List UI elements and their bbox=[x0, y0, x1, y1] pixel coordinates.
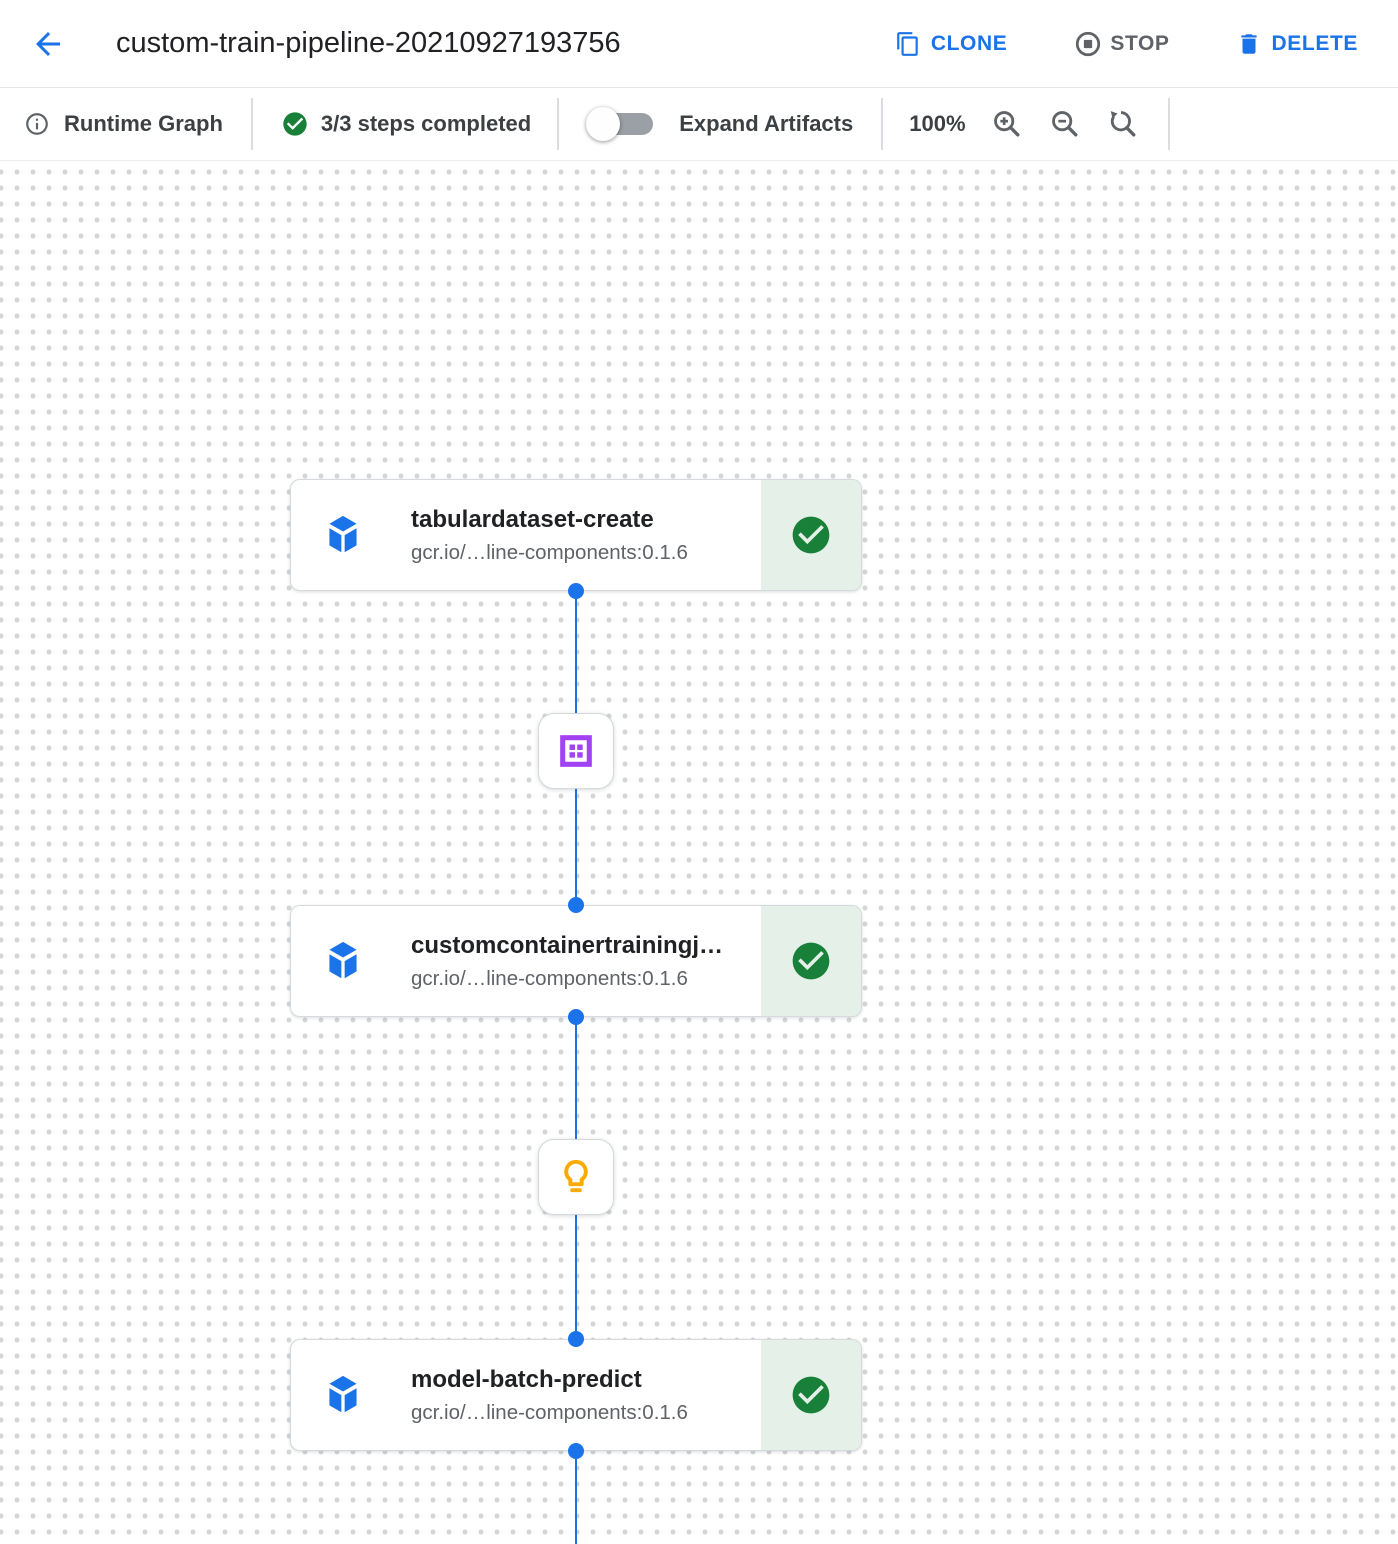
dataset-grid-icon bbox=[555, 730, 597, 772]
step-node-tabulardataset-create[interactable]: tabulardataset-create gcr.io/…line-compo… bbox=[290, 479, 862, 591]
output-port bbox=[568, 1443, 584, 1459]
edge-node3-artifact3 bbox=[575, 1451, 577, 1544]
stop-label: STOP bbox=[1110, 31, 1170, 55]
status-badge bbox=[761, 480, 861, 590]
toolbar-divider bbox=[881, 98, 884, 150]
node-title: tabulardataset-create bbox=[411, 505, 654, 533]
clone-button[interactable]: CLONE bbox=[895, 21, 1008, 67]
node-image-path: gcr.io/…line-components:0.1.6 bbox=[411, 966, 688, 990]
stop-circle-icon bbox=[1073, 29, 1103, 59]
status-badge bbox=[761, 906, 861, 1016]
output-port bbox=[568, 583, 584, 599]
check-circle-icon bbox=[789, 939, 833, 983]
step-node-customcontainertrainingjob[interactable]: customcontainertrainingj… gcr.io/…line-c… bbox=[290, 905, 862, 1017]
lightbulb-icon bbox=[556, 1157, 596, 1197]
node-title: customcontainertrainingj… bbox=[411, 931, 724, 959]
edge-artifact1-node2 bbox=[575, 787, 577, 907]
zoom-level: 100% bbox=[909, 111, 966, 136]
pipeline-canvas[interactable]: tabulardataset-create gcr.io/…line-compo… bbox=[0, 161, 1398, 1544]
toolbar-divider bbox=[1167, 98, 1170, 150]
clone-label: CLONE bbox=[930, 31, 1008, 55]
delete-button[interactable]: DELETE bbox=[1236, 21, 1358, 67]
graph-toolbar: Runtime Graph 3/3 steps completed Expand… bbox=[0, 88, 1398, 161]
page-title: custom-train-pipeline-20210927193756 bbox=[116, 27, 621, 59]
zoom-reset-icon[interactable] bbox=[1106, 107, 1140, 141]
status-badge bbox=[761, 1340, 861, 1450]
expand-artifacts-label: Expand Artifacts bbox=[679, 111, 854, 136]
edge-artifact2-node3 bbox=[575, 1213, 577, 1341]
edge-node1-artifact1 bbox=[575, 591, 577, 715]
header-bar: custom-train-pipeline-20210927193756 CLO… bbox=[0, 0, 1398, 88]
input-port bbox=[568, 897, 584, 913]
check-circle-icon bbox=[789, 513, 833, 557]
node-image-path: gcr.io/…line-components:0.1.6 bbox=[411, 540, 688, 564]
node-image-path: gcr.io/…line-components:0.1.6 bbox=[411, 1400, 688, 1424]
step-node-model-batch-predict[interactable]: model-batch-predict gcr.io/…line-compone… bbox=[290, 1339, 862, 1451]
trash-icon bbox=[1236, 31, 1262, 57]
component-cube-icon bbox=[321, 1373, 365, 1417]
input-port bbox=[568, 1331, 584, 1347]
view-label: Runtime Graph bbox=[64, 111, 223, 136]
artifact-node-dataset[interactable] bbox=[538, 713, 614, 789]
delete-label: DELETE bbox=[1271, 31, 1358, 55]
steps-status: 3/3 steps completed bbox=[320, 111, 532, 136]
zoom-in-icon[interactable] bbox=[990, 107, 1024, 141]
steps-check-icon bbox=[281, 110, 309, 138]
toolbar-divider bbox=[557, 98, 560, 150]
edge-node2-artifact2 bbox=[575, 1017, 577, 1141]
back-button[interactable] bbox=[26, 22, 70, 66]
copy-icon bbox=[895, 31, 921, 57]
zoom-out-icon[interactable] bbox=[1048, 107, 1082, 141]
toolbar-divider bbox=[250, 98, 253, 150]
stop-button[interactable]: STOP bbox=[1073, 19, 1169, 69]
info-icon[interactable] bbox=[24, 111, 50, 137]
artifact-node-model[interactable] bbox=[538, 1139, 614, 1215]
component-cube-icon bbox=[321, 513, 365, 557]
component-cube-icon bbox=[321, 939, 365, 983]
arrow-back-icon bbox=[30, 26, 66, 62]
expand-artifacts-toggle[interactable] bbox=[586, 107, 654, 141]
toggle-knob bbox=[586, 107, 621, 141]
check-circle-icon bbox=[789, 1373, 833, 1417]
node-title: model-batch-predict bbox=[411, 1365, 642, 1393]
output-port bbox=[568, 1009, 584, 1025]
